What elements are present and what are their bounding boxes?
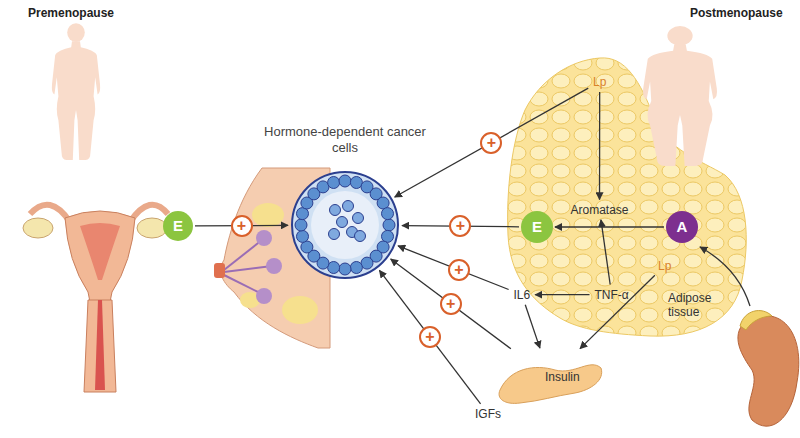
cytokine-label: TNF-α: [592, 287, 632, 303]
tumour-cell: [343, 201, 354, 212]
node-text: Aromatase: [571, 203, 629, 217]
uterine-cavity: [80, 223, 120, 280]
stimulation-sign: +: [419, 326, 441, 348]
lobule: [256, 230, 272, 246]
duct-wall: [292, 172, 398, 278]
breast-illustration: [214, 168, 330, 348]
duct-lumen: [311, 191, 379, 259]
fat-tissue: [282, 296, 318, 324]
effect-arrow: [525, 305, 540, 348]
lobule: [266, 258, 282, 274]
tumour-cell: [337, 217, 348, 228]
kidney: [738, 316, 799, 426]
woman-silhouette: [643, 26, 717, 166]
effect-arrow: [535, 294, 589, 295]
effect-arrow: [395, 88, 589, 197]
milk-ducts: [224, 240, 272, 294]
node-text: Adipose tissue: [668, 291, 732, 320]
effect-arrow: [391, 259, 511, 349]
effect-arrow: [601, 220, 610, 285]
tumour-cell: [383, 219, 395, 231]
node-text: IGFs: [475, 407, 501, 421]
leptin-label: Lp: [655, 258, 674, 274]
head: [667, 26, 692, 45]
tumour-cell: [353, 213, 364, 224]
lobule: [256, 288, 272, 304]
body: [52, 41, 100, 160]
stage-heading: Premenopause: [28, 6, 114, 20]
woman-silhouette: [52, 23, 100, 160]
pancreas-shape: [499, 365, 602, 404]
uterus: [65, 211, 135, 302]
node-text: Lp: [593, 75, 606, 89]
vaginal-canal: [95, 300, 105, 390]
stimulation-sign: +: [448, 259, 470, 281]
vagina: [84, 300, 116, 392]
adipose-tissue: [508, 58, 747, 336]
stimulation-sign: +: [480, 132, 502, 154]
cytokine-label: IL6: [511, 287, 534, 303]
tumour-cell: [296, 230, 308, 242]
effect-arrow: [379, 270, 480, 403]
node-text: Lp: [658, 259, 671, 273]
fat-tissue: [252, 203, 284, 227]
effect-arrow: [580, 275, 655, 348]
adrenal-gland: [740, 311, 772, 330]
node-text: A: [677, 218, 688, 236]
tumour-cell: [355, 231, 366, 242]
tumour-cell: [339, 263, 351, 275]
body: [643, 45, 717, 166]
uterus-illustration: [23, 205, 168, 392]
androgen-circle: A: [666, 211, 698, 243]
stimulation-sign: +: [231, 215, 253, 237]
node-text: IL6: [514, 288, 531, 302]
growth-factor-label: IGFs: [472, 406, 504, 422]
pancreas-node: Insulin: [495, 350, 605, 406]
node-text: E: [173, 217, 183, 235]
node-text: Hormone-dependent cancer cells: [255, 124, 435, 155]
node-text: Insulin: [545, 370, 580, 384]
leptin-label: Lp: [590, 74, 609, 90]
tumour-cell: [328, 176, 340, 188]
estrogen-circle: E: [521, 211, 553, 243]
nipple: [214, 263, 225, 278]
effect-arrow: [599, 92, 600, 200]
tumour-cell: [382, 208, 394, 220]
cancer-cell-cluster: [290, 170, 400, 280]
effect-arrow: [555, 226, 664, 227]
tumour-cell: [330, 205, 341, 216]
tumour-cell: [329, 229, 340, 240]
head: [67, 23, 85, 42]
effect-arrow: [398, 246, 509, 290]
stage-heading: Postmenopause: [690, 6, 783, 20]
tumour-cell: [350, 262, 362, 274]
enzyme-label: Aromatase: [568, 202, 632, 218]
adipose-tissue-region: Adipose tissueLpAromataseEATNF-αLp: [505, 55, 750, 340]
ovary: [23, 218, 53, 238]
node-text: TNF-α: [595, 288, 629, 302]
estrogen-circle: E: [163, 211, 193, 241]
node-text: E: [532, 218, 542, 236]
kidney-illustration: [700, 247, 799, 426]
breast: [221, 168, 330, 348]
tumour-cell: [339, 175, 351, 187]
cancer-cell-node: Hormone-dependent cancer cells: [290, 170, 400, 280]
tumour-cell: [295, 219, 307, 231]
stimulation-sign: +: [449, 215, 471, 237]
stimulation-sign: +: [440, 293, 462, 315]
